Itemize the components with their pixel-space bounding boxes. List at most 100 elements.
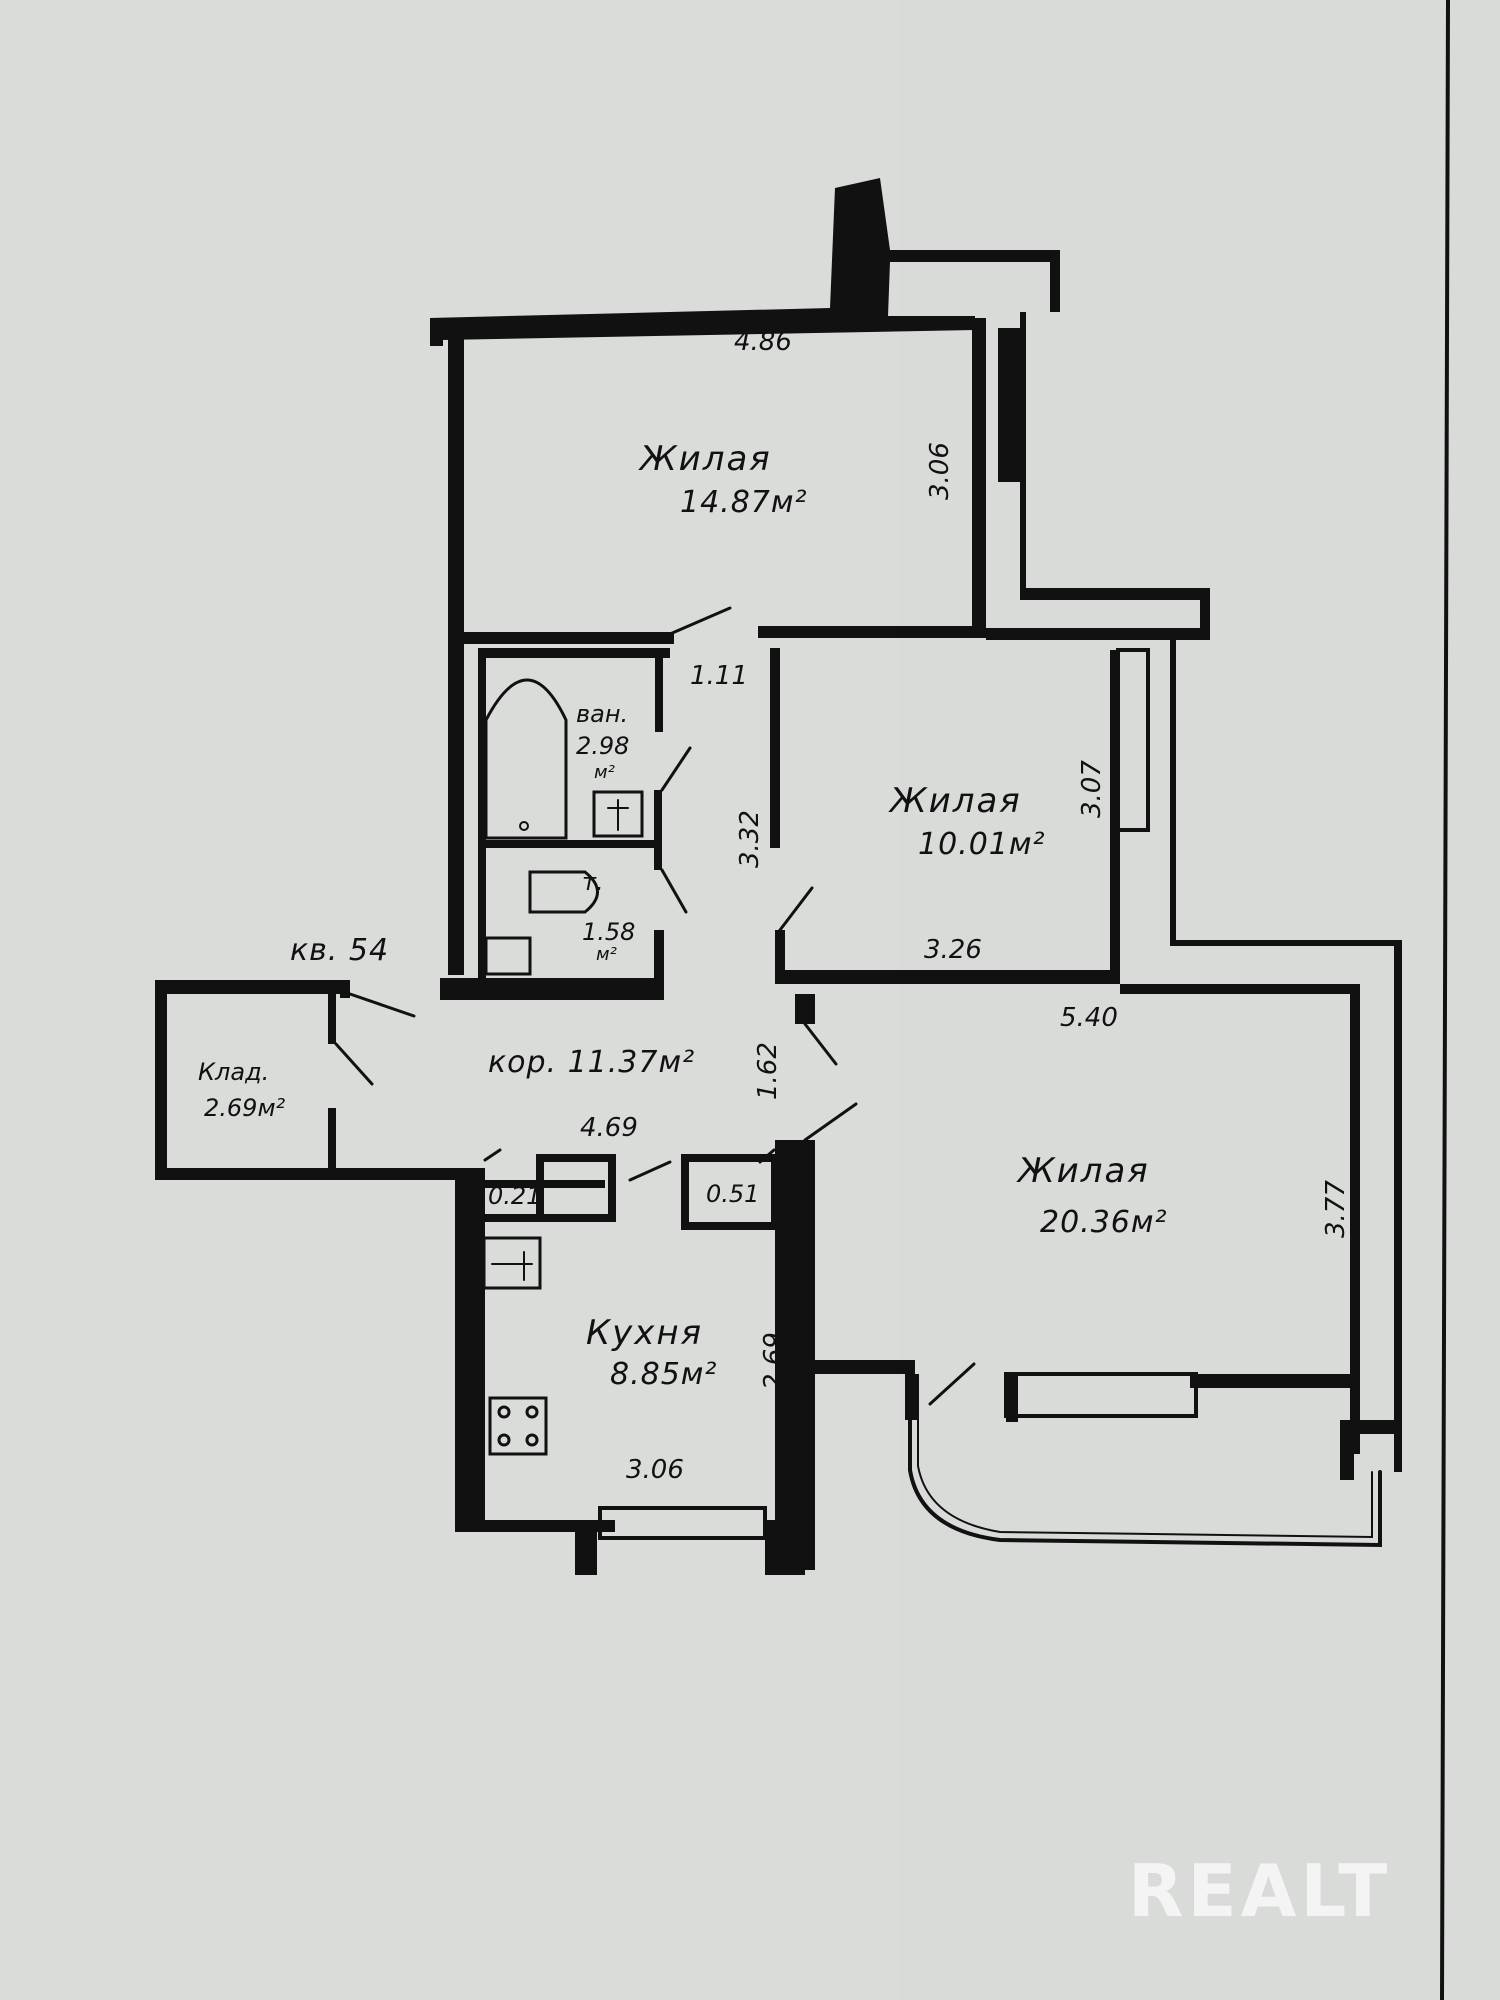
step-wall-right [1200, 590, 1210, 640]
dim-top-width: 4.86 [734, 327, 792, 357]
burner-4 [525, 1433, 539, 1447]
mid-room-bottom-wall [775, 970, 1120, 984]
step-wall-top [1020, 588, 1210, 600]
big-window-frame [1006, 1374, 1018, 1422]
dim-kitchen-width: 3.06 [626, 1455, 684, 1485]
labels: Жилая 14.87м² Жилая 10.01м² Жилая 20.36м… [198, 327, 1351, 1485]
room-area-bath: 2.98 [576, 732, 629, 760]
balcony-inner-line [917, 1419, 1373, 1539]
door-balcony [928, 1362, 976, 1406]
closet-door-mid [628, 1160, 672, 1182]
dim-big-height: 3.77 [1321, 1180, 1351, 1238]
door-bath [660, 746, 692, 792]
balcony-outline [908, 1418, 1382, 1548]
door-top-room [668, 606, 732, 636]
top-room-outer-wall [1020, 312, 1026, 594]
corner [1110, 970, 1120, 980]
burner-1 [497, 1405, 511, 1419]
left-wall [448, 335, 464, 975]
top-window [998, 328, 1022, 482]
storage-bottom-wall [155, 1168, 485, 1180]
dim-closet-right: 0.51 [706, 1180, 759, 1208]
bathtub [484, 678, 568, 840]
mid-room-left-wall-upper [770, 648, 780, 848]
door-storage [334, 1042, 374, 1086]
burner-2 [525, 1405, 539, 1419]
outer-step-wall [1170, 940, 1400, 946]
top-room-right-wall [972, 318, 986, 638]
dim-corridor-short: 1.62 [753, 1042, 783, 1100]
toilet-right-wall-upper [654, 790, 662, 870]
balcony-corner [1340, 1420, 1354, 1480]
top-room-bottom-wall-left [464, 632, 674, 644]
toilet-cistern [484, 936, 532, 976]
storage-door-post-lower [328, 1108, 336, 1168]
room-area-toilet: 1.58 [582, 918, 635, 946]
realt-watermark: REALT [1128, 1849, 1391, 1933]
bath-left-wall [478, 648, 486, 978]
dim-corridor-gap: 1.11 [690, 661, 748, 691]
burner-3 [497, 1433, 511, 1447]
kitchen-sink [482, 1236, 542, 1290]
room-name-toilet: т. [582, 868, 604, 896]
storage-door-post-upper [328, 994, 336, 1044]
big-room-right-wall [1350, 984, 1360, 1454]
toilet-right-wall-lower [654, 930, 664, 980]
room-name-bath: ван. [576, 700, 628, 728]
room-name-storage: Клад. [198, 1058, 269, 1086]
room-name-kitchen: Кухня [586, 1313, 703, 1353]
apartment-label: кв. 54 [290, 933, 389, 968]
kitchen-bottom-post [575, 1520, 597, 1575]
dim-big-width: 5.40 [1060, 1003, 1118, 1033]
bath-toilet-wall [486, 840, 656, 848]
door-big-room-upper [803, 1022, 838, 1066]
fixtures [482, 678, 644, 1456]
room-area-kitchen: 8.85м² [610, 1357, 717, 1392]
door-mid-room [778, 886, 814, 932]
door-entrance [348, 992, 416, 1018]
big-room-corner [1340, 1420, 1400, 1434]
dim-mid-height: 3.07 [1077, 760, 1107, 818]
mid-room-inner-wall [1110, 650, 1120, 970]
room-name-living-1: Жилая [638, 439, 772, 479]
closet-door-right [758, 1148, 776, 1164]
step-wall-bottom [986, 628, 1210, 640]
big-room-outer-right-wall [1394, 940, 1402, 1472]
closet-wall-1 [485, 1180, 605, 1188]
dim-corridor-len: 3.32 [735, 810, 765, 868]
top-wall-segment [430, 178, 1060, 346]
kitchen-right-wall [775, 1140, 805, 1530]
door-post [795, 994, 815, 1024]
stove [488, 1396, 548, 1456]
bath-sink [592, 790, 644, 838]
room-area-storage: 2.69м² [204, 1094, 286, 1122]
room-area-living-1: 14.87м² [680, 485, 808, 520]
storage-top-wall [155, 980, 350, 994]
closet-right [681, 1154, 779, 1230]
sheet-border-line [1440, 0, 1450, 2000]
dim-kitchen-height: 2.69 [759, 1332, 789, 1390]
mid-room-right-wall [1170, 640, 1176, 942]
doors [334, 606, 976, 1406]
door-big-room-lower [803, 1102, 858, 1142]
room-name-corridor: кор. 11.37м² [488, 1045, 695, 1080]
toilet-bowl [528, 870, 599, 914]
walls [155, 178, 1402, 1575]
room-name-living-3: Жилая [1016, 1151, 1150, 1191]
kitchen-left-wall [455, 1168, 485, 1528]
closet-wall-2 [485, 1214, 610, 1222]
big-room-top-wall [1120, 984, 1356, 994]
dim-closet-left: 0.21 [488, 1182, 541, 1210]
room-area-living-2: 10.01м² [918, 827, 1046, 862]
top-room-bottom-wall-right [758, 626, 978, 638]
closet-door-left [483, 1148, 502, 1162]
bath-door-post [655, 648, 663, 732]
door-toilet [660, 868, 688, 914]
storage-corner [340, 980, 350, 998]
dim-top-height: 3.06 [925, 442, 955, 500]
big-room-bottom-wall-right [1190, 1374, 1350, 1388]
bath-top-wall [480, 648, 670, 658]
storage-left-wall [155, 980, 167, 1180]
mid-room-left-wall-lower [775, 930, 785, 970]
